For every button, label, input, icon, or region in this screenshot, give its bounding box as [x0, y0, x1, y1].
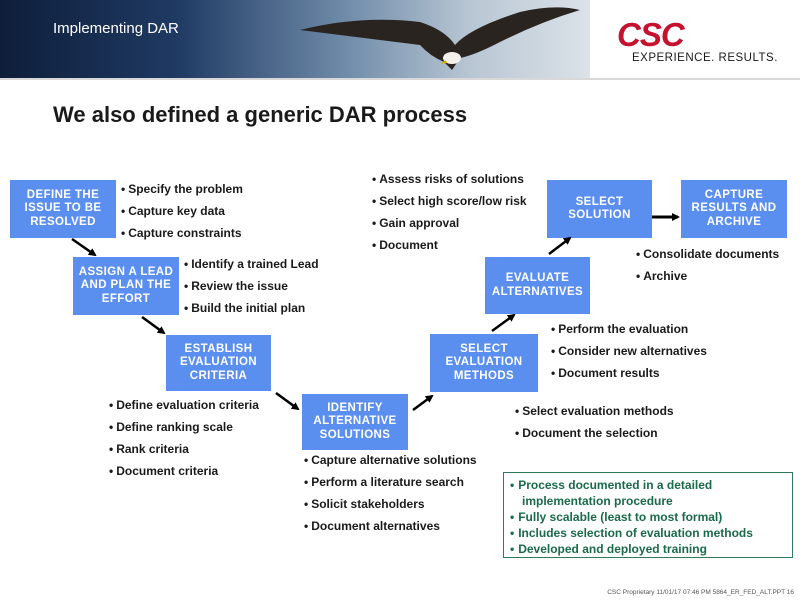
- step-identify-alternatives: IDENTIFY ALTERNATIVE SOLUTIONS: [302, 394, 408, 450]
- logo-tagline: EXPERIENCE. RESULTS.: [632, 52, 778, 64]
- header-title: Implementing DAR: [53, 20, 179, 37]
- list-item: Capture alternative solutions: [304, 453, 476, 475]
- list-item: Solicit stakeholders: [304, 497, 477, 519]
- list-item: Build the initial plan: [184, 301, 319, 323]
- step-select-solution: SELECT SOLUTION: [547, 180, 652, 238]
- list-item: Rank criteria: [109, 442, 259, 464]
- summary-item: Developed and deployed training: [510, 541, 792, 557]
- list-item: Select high score/low risk: [372, 194, 526, 216]
- list-item: Review the issue: [184, 279, 319, 301]
- list-item: Gain approval: [372, 216, 527, 238]
- list-item: Consider new alternatives: [551, 344, 707, 366]
- summary-item: Includes selection of evaluation methods: [510, 525, 792, 541]
- eagle-image: [300, 7, 580, 71]
- arrow-4-to-5: [412, 394, 434, 412]
- summary-item: Process documented in a detailed impleme…: [510, 477, 792, 509]
- list-item: Consolidate documents: [636, 247, 779, 269]
- summary-item: Fully scalable (least to most formal): [510, 509, 792, 525]
- header-banner: Implementing DAR: [0, 0, 590, 78]
- bullets-assign-lead: Identify a trained Lead Review the issue…: [184, 257, 319, 323]
- logo-area: CSC EXPERIENCE. RESULTS.: [590, 0, 800, 78]
- list-item: Document criteria: [109, 464, 259, 486]
- list-item: Define ranking scale: [109, 420, 259, 442]
- list-item: Document results: [551, 366, 707, 388]
- list-item: Document the selection: [515, 426, 674, 448]
- list-item: Assess risks of solutions: [372, 172, 527, 194]
- list-item: Define evaluation criteria: [109, 398, 259, 420]
- step-select-methods: SELECT EVALUATION METHODS: [430, 334, 538, 392]
- bullets-select-solution: Assess risks of solutions Select high sc…: [372, 172, 527, 260]
- bullets-capture-results: Consolidate documents Archive: [636, 247, 779, 291]
- slide-title: We also defined a generic DAR process: [53, 102, 468, 127]
- step-establish-criteria: ESTABLISH EVALUATION CRITERIA: [166, 335, 271, 391]
- summary-box: Process documented in a detailed impleme…: [503, 472, 793, 558]
- bullets-identify-alternatives: Capture alternative solutions Perform a …: [304, 453, 477, 541]
- list-item: Identify a trained Lead: [184, 257, 318, 279]
- arrow-6-to-7: [548, 236, 572, 255]
- bullets-evaluate-alternatives: Perform the evaluation Consider new alte…: [551, 322, 707, 388]
- step-evaluate-alternatives: EVALUATE ALTERNATIVES: [485, 257, 590, 314]
- list-item: Archive: [636, 269, 779, 291]
- step-assign-lead: ASSIGN A LEAD AND PLAN THE EFFORT: [73, 257, 179, 315]
- footer-text: CSC Proprietary 11/01/17 07:46 PM 5864_E…: [607, 589, 794, 596]
- list-item: Perform a literature search: [304, 475, 477, 497]
- list-item: Capture key data: [121, 204, 243, 226]
- arrow-5-to-6: [491, 313, 516, 333]
- list-item: Perform the evaluation: [551, 322, 707, 344]
- csc-logo: CSC: [617, 16, 685, 53]
- bullets-establish-criteria: Define evaluation criteria Define rankin…: [109, 398, 259, 486]
- arrow-1-to-2: [71, 237, 97, 257]
- list-item: Specify the problem: [121, 182, 243, 204]
- list-item: Document alternatives: [304, 519, 477, 541]
- bullets-define-issue: Specify the problem Capture key data Cap…: [121, 182, 243, 248]
- arrow-2-to-3: [141, 315, 166, 335]
- list-item: Document: [372, 238, 527, 260]
- list-item: Select evaluation methods: [515, 404, 673, 426]
- arrow-3-to-4: [275, 391, 300, 411]
- list-item: Capture constraints: [121, 226, 243, 248]
- step-define-issue: DEFINE THE ISSUE TO BE RESOLVED: [10, 180, 116, 238]
- header-divider: [0, 78, 800, 80]
- step-capture-results: CAPTURE RESULTS AND ARCHIVE: [681, 180, 787, 238]
- bullets-select-methods: Select evaluation methods Document the s…: [515, 404, 674, 448]
